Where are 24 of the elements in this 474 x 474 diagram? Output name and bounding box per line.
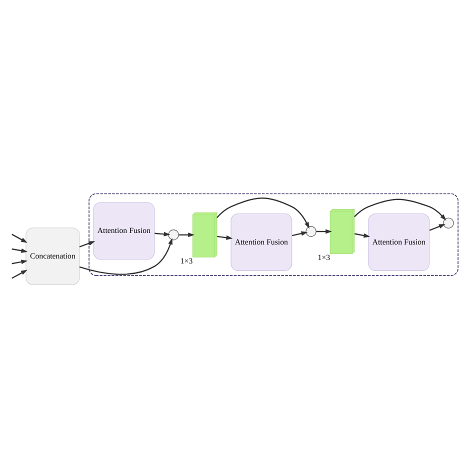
- node-box: Attention Fusion: [368, 213, 430, 271]
- arrow: [316, 229, 332, 234]
- node-label: 1×3: [318, 253, 330, 262]
- arrow: [12, 234, 28, 243]
- node-circle: [443, 218, 454, 228]
- node-box: Attention Fusion: [93, 202, 155, 260]
- arrow: [217, 235, 233, 240]
- arrow: [216, 198, 310, 229]
- node-box: Attention Fusion: [230, 213, 292, 271]
- arrow: [354, 198, 446, 221]
- arrow: [79, 238, 172, 275]
- arrow: [354, 233, 370, 238]
- arrow: [12, 260, 28, 264]
- arrow: [12, 270, 28, 279]
- node-circle: [168, 230, 179, 240]
- arrow: [178, 232, 195, 238]
- arrow: [429, 224, 446, 231]
- arrow: [292, 231, 308, 236]
- arrow: [79, 241, 96, 248]
- arrow: [12, 248, 28, 253]
- node-box: Concatenation: [26, 228, 80, 286]
- node-circle: [306, 226, 316, 237]
- node-label: 1×3: [180, 256, 193, 266]
- arrow: [154, 232, 170, 236]
